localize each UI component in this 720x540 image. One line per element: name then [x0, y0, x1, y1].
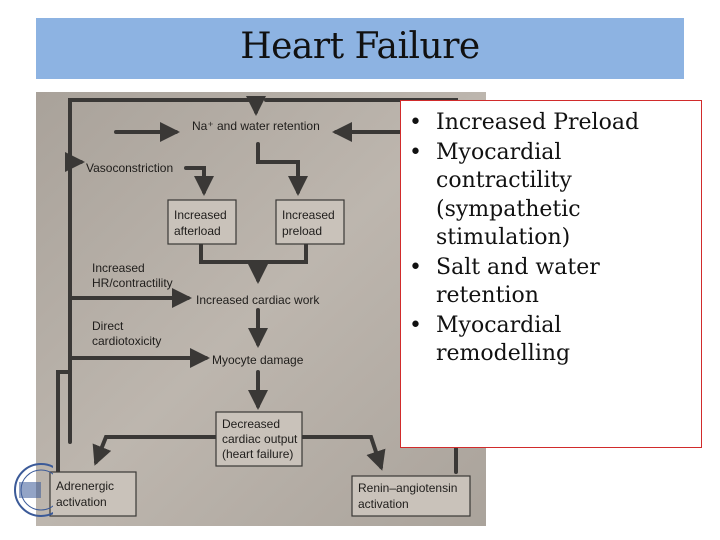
preload-label-2: preload — [282, 224, 322, 238]
box-afterload: Increased afterload — [167, 199, 237, 245]
afterload-label-1: Increased — [174, 208, 227, 222]
bullet-glyph: • — [409, 139, 422, 165]
bullet-text: retention — [436, 283, 539, 308]
bullet-panel: • Increased Preload • Myocardial contrac… — [400, 100, 702, 448]
title-bar: Heart Failure — [36, 18, 684, 79]
bullet-item: • Myocardial remodelling — [409, 312, 695, 369]
box-preload: Increased preload — [275, 199, 345, 245]
adrenergic-label-2: activation — [56, 495, 107, 509]
output-label-3: (heart failure) — [222, 447, 293, 461]
bullet-text: Salt and water — [436, 254, 600, 280]
bullet-glyph: • — [409, 312, 422, 338]
hr-label-2: HR/contractility — [92, 276, 173, 290]
bullet-text: Myocardial — [436, 312, 562, 338]
bullet-text: Increased Preload — [436, 110, 640, 135]
flow-labels: Na⁺ and water retention Vasoconstriction… — [86, 119, 320, 367]
slide-title: Heart Failure — [240, 26, 480, 67]
box-renin-angiotensin: Renin–angiotensin activation — [351, 475, 471, 517]
bullet-text: (sympathetic — [436, 196, 581, 222]
adrenergic-label-1: Adrenergic — [56, 479, 114, 493]
bullet-glyph: • — [409, 110, 422, 135]
bullet-list: • Increased Preload • Myocardial contrac… — [401, 101, 701, 369]
cardiotox-label-1: Direct — [92, 319, 124, 333]
renin-label-2: activation — [358, 497, 409, 511]
box-decreased-output: Decreased cardiac output (heart failure) — [215, 411, 303, 467]
box-adrenergic: Adrenergic activation — [49, 471, 137, 517]
hr-label-1: Increased — [92, 261, 145, 275]
flow-arrows — [56, 96, 458, 474]
bullet-item: • Myocardial contractility (sympathetic … — [409, 139, 695, 253]
bullet-item: • Increased Preload — [409, 109, 695, 138]
vasoconstriction-label: Vasoconstriction — [86, 161, 173, 175]
bullet-glyph: • — [409, 254, 422, 280]
cardiac-work-label: Increased cardiac work — [196, 293, 320, 307]
bullet-text: Myocardial — [436, 139, 562, 165]
na-water-label: Na⁺ and water retention — [192, 119, 320, 133]
cardiotox-label-2: cardiotoxicity — [92, 334, 161, 348]
output-label-2: cardiac output — [222, 432, 298, 446]
bullet-text: stimulation) — [436, 225, 571, 250]
institution-logo — [14, 463, 53, 517]
bullet-text: contractility — [436, 168, 572, 193]
preload-label-1: Increased — [282, 208, 335, 222]
bullet-item: • Salt and water retention — [409, 254, 695, 311]
output-label-1: Decreased — [222, 417, 280, 431]
renin-label-1: Renin–angiotensin — [358, 481, 457, 495]
afterload-label-2: afterload — [174, 224, 221, 238]
myocyte-label: Myocyte damage — [212, 353, 304, 367]
bullet-text: remodelling — [436, 341, 571, 366]
